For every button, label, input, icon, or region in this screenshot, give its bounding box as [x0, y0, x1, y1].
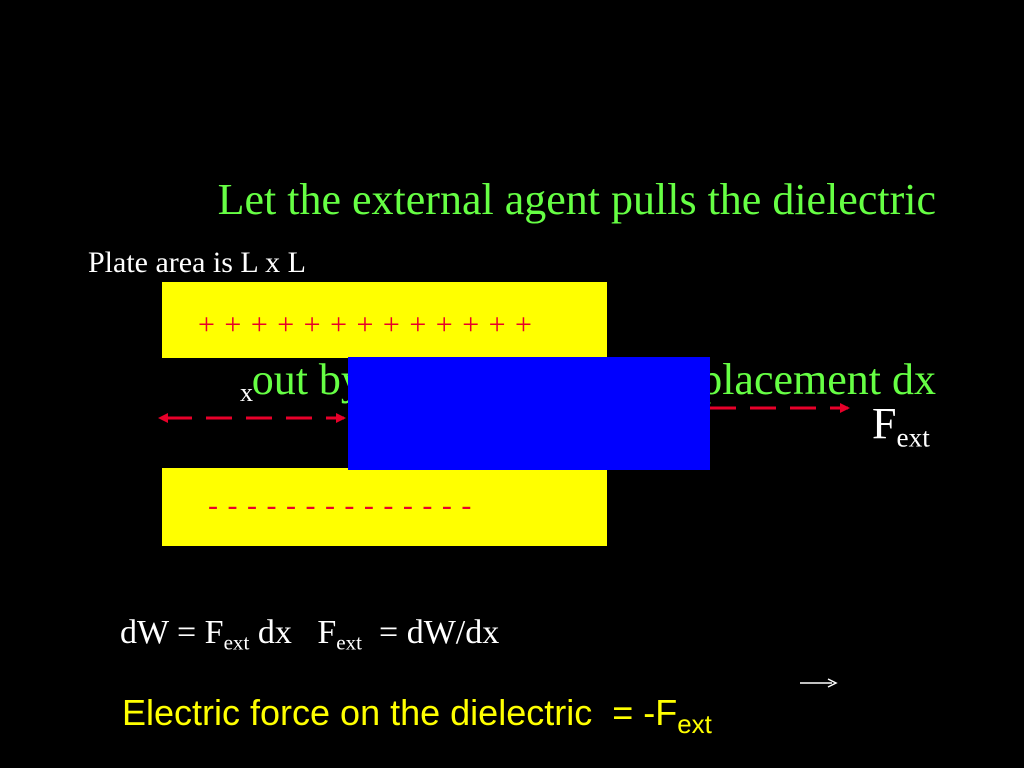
equation-part-1: dW = F — [120, 614, 224, 651]
dielectric-slab — [348, 357, 710, 470]
electric-force-statement: Electric force on the dielectric = -Fext — [122, 688, 712, 750]
title-line-1: Let the external agent pulls the dielect… — [217, 175, 936, 224]
equation-sub-1: ext — [223, 630, 250, 655]
equation-part-2: dx F — [249, 614, 337, 651]
vector-arrow-icon — [800, 678, 838, 688]
external-force-label: Fext — [872, 398, 930, 464]
fext-subscript: ext — [896, 422, 930, 453]
fext-main: F — [872, 399, 897, 448]
positive-charges: + + + + + + + + + + + + + — [198, 308, 533, 341]
x-distance-label: x — [240, 378, 253, 407]
equation-sub-2: ext — [336, 630, 363, 655]
top-capacitor-plate — [162, 282, 607, 358]
force-subscript: ext — [677, 710, 712, 739]
equation-part-3: = dW/dx — [362, 614, 500, 651]
work-force-equation: dW = Fext dx Fext = dW/dx — [120, 608, 499, 668]
force-text: Electric force on the dielectric = -F — [122, 692, 678, 733]
negative-charges: - - - - - - - - - - - - - - — [208, 489, 473, 522]
bottom-capacitor-plate — [162, 468, 607, 546]
plate-area-label: Plate area is L x L — [88, 246, 306, 279]
